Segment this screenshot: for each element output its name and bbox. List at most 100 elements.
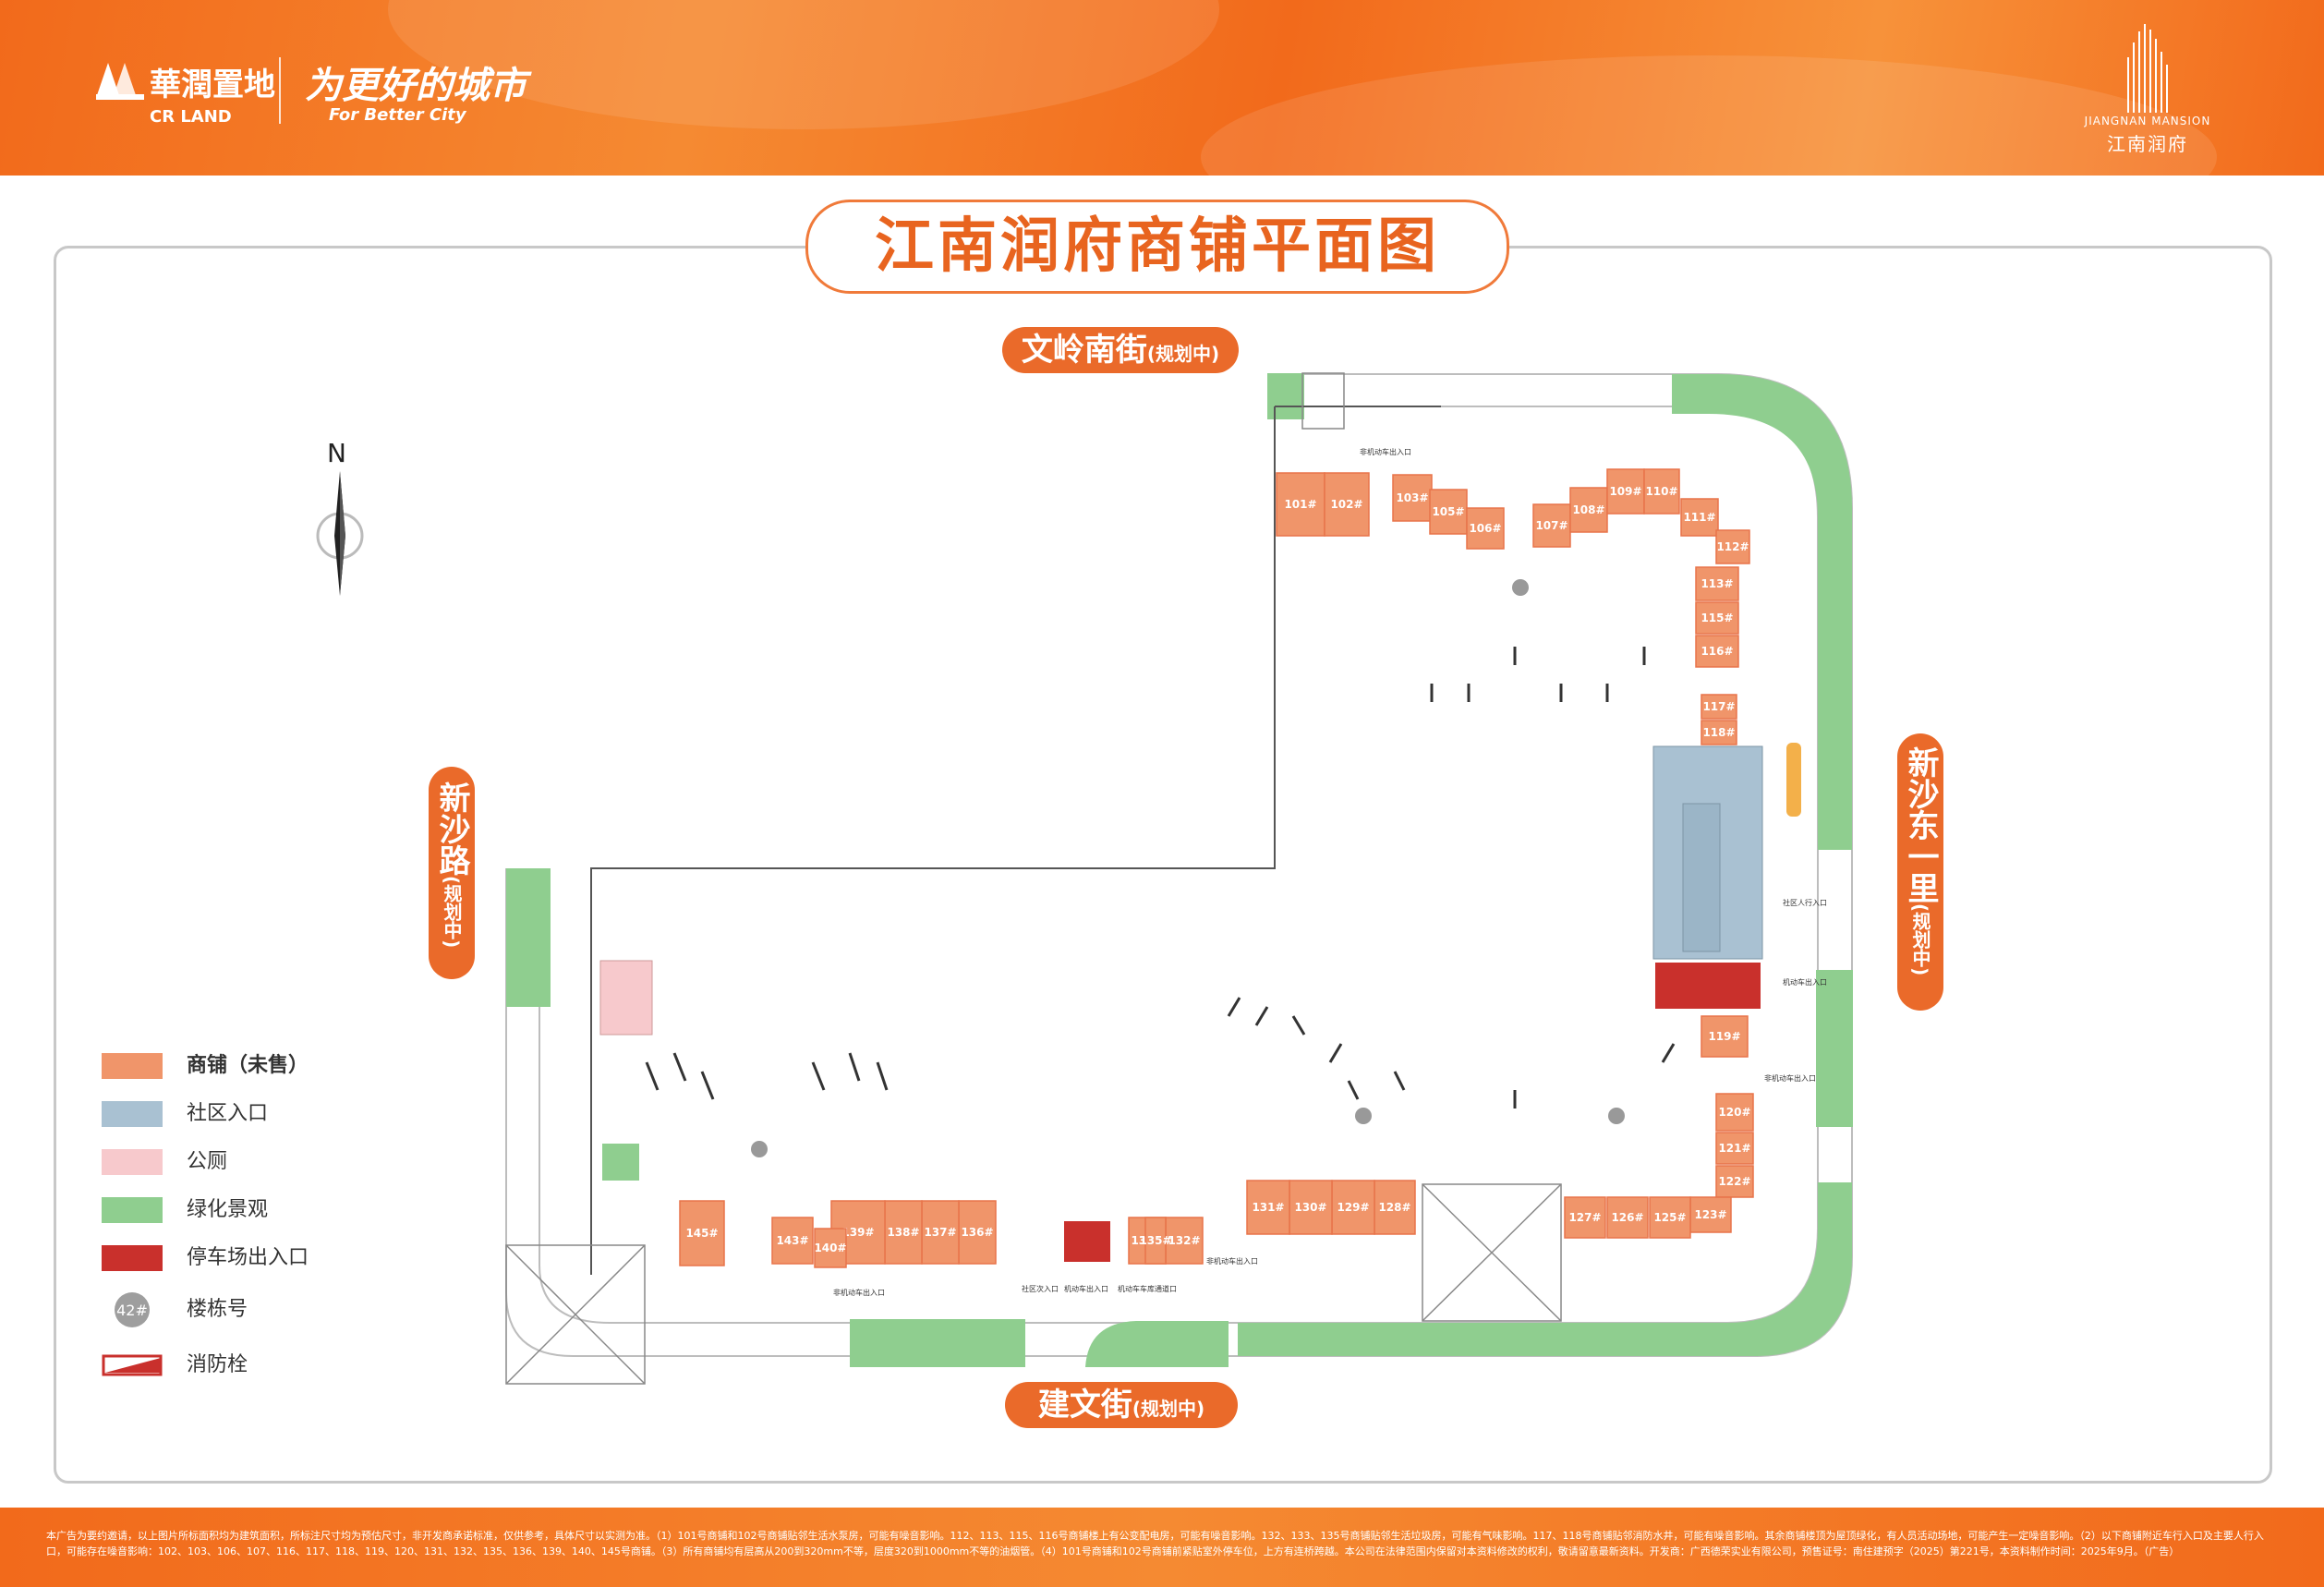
road-note: (规划中) [1146, 343, 1220, 365]
legend-swatch [102, 1053, 163, 1079]
shop-unit[interactable] [1715, 1093, 1754, 1132]
shop-unit[interactable] [1606, 468, 1645, 515]
shop-unit[interactable] [1701, 720, 1737, 745]
shop-unit-label: 125# [1653, 1211, 1686, 1224]
parking-entrance [1655, 963, 1761, 1009]
map-annotations: 非机动车出入口 非机动车出入口 非机动车出入口 社区人行入口 机动车出入口 非机… [833, 447, 1827, 1297]
building-number-icon: 42# [115, 1292, 150, 1327]
road-note: (规划中) [1909, 903, 1931, 976]
shop-unit-label: 122# [1718, 1175, 1750, 1188]
building-number-badges [751, 579, 1625, 1157]
shop-unit-label: 127# [1568, 1211, 1601, 1224]
shop-unit[interactable] [1569, 487, 1608, 533]
fire-hydrant-icon [102, 1354, 163, 1376]
road-label-north: 文岭南街(规划中) [1002, 327, 1239, 373]
intersection-boxes [505, 372, 1562, 1385]
shop-unit-label: 103# [1396, 491, 1428, 504]
shop-unit-label: 128# [1378, 1201, 1410, 1214]
shop-unit[interactable] [1246, 1180, 1290, 1235]
shop-unit[interactable] [1289, 1180, 1333, 1235]
shop-unit-label: 108# [1572, 503, 1604, 516]
shop-unit[interactable] [1695, 635, 1739, 668]
shop-unit-label: 132# [1168, 1234, 1200, 1247]
shop-unit-label: 117# [1702, 700, 1735, 713]
shop-unit-label: 106# [1469, 522, 1501, 535]
jiangnan-mansion-logo-icon [2127, 24, 2168, 113]
building-badge-text: 42# [116, 1302, 148, 1319]
shop-unit-label: 111# [1683, 511, 1715, 524]
legend-swatch [102, 1149, 163, 1175]
shop-unit[interactable] [1144, 1217, 1167, 1265]
shop-unit[interactable] [814, 1228, 847, 1268]
shop-unit[interactable] [1680, 498, 1719, 537]
shop-unit-label: 102# [1330, 498, 1362, 511]
shop-unit[interactable] [921, 1200, 960, 1265]
annotation-bike-entrance: 非机动车出入口 [1360, 447, 1411, 456]
shop-unit[interactable] [1701, 1015, 1749, 1058]
shop-unit[interactable] [1695, 566, 1739, 601]
road-name: 建文街 [1037, 1387, 1132, 1423]
shop-unit[interactable] [1392, 474, 1433, 522]
shop-unit[interactable] [1532, 503, 1571, 548]
legend-label: 商铺（未售） [187, 1054, 309, 1077]
slogan-cn: 为更好的城市 [305, 65, 527, 107]
road-label-east: 新沙东一里 (规划中) [1897, 733, 1943, 1011]
shop-unit[interactable] [958, 1200, 997, 1265]
shop-unit[interactable] [1701, 694, 1737, 720]
annotation-pedestrian-entrance: 社区人行入口 [1783, 898, 1827, 907]
page-title: 江南润府商铺平面图 [805, 200, 1509, 294]
shop-unit-label: 105# [1432, 505, 1464, 518]
shop-unit-label: 123# [1694, 1208, 1726, 1221]
shop-unit[interactable] [1324, 472, 1370, 537]
annotation-garage-channel: 机动车车库通道口 [1118, 1284, 1177, 1293]
legend-label: 楼栋号 [187, 1298, 248, 1321]
shop-unit-label: 121# [1718, 1142, 1750, 1155]
legend-label: 停车场出入口 [187, 1246, 309, 1269]
shop-unit[interactable] [1276, 472, 1325, 537]
north-compass-icon [316, 471, 364, 596]
shop-unit[interactable] [1715, 1165, 1754, 1198]
shop-unit-label: 115# [1701, 612, 1733, 624]
shop-unit-label: 143# [776, 1234, 808, 1247]
annotation-secondary-entrance: 社区次入口 [1022, 1284, 1059, 1293]
shop-unit[interactable] [679, 1200, 725, 1266]
shop-unit-label: 119# [1708, 1030, 1740, 1043]
shop-unit-label: 113# [1701, 577, 1733, 590]
shop-unit[interactable] [1466, 507, 1505, 550]
shop-unit-label: 120# [1718, 1106, 1750, 1119]
shop-unit-label: 137# [924, 1226, 956, 1239]
parking-structure-lines [645, 647, 1676, 1108]
shop-unit[interactable] [1606, 1196, 1649, 1239]
shop-unit-label: 138# [887, 1226, 919, 1239]
shop-unit[interactable] [1331, 1180, 1375, 1235]
shop-unit[interactable] [1165, 1217, 1204, 1265]
shop-unit[interactable] [771, 1217, 814, 1265]
road-name: 文岭南街 [1021, 332, 1147, 369]
shop-unit[interactable] [1643, 468, 1680, 515]
shop-unit-label: 136# [961, 1226, 993, 1239]
community-entrance [1652, 745, 1763, 960]
legend-label: 社区入口 [187, 1102, 269, 1125]
shop-unit[interactable] [884, 1200, 923, 1265]
shop-unit[interactable] [1564, 1196, 1606, 1239]
community-garage-tag [1786, 743, 1801, 817]
shop-unit[interactable] [1649, 1196, 1691, 1239]
public-toilet [599, 960, 653, 1036]
shop-unit[interactable] [1374, 1180, 1416, 1235]
shop-unit-label: 101# [1284, 498, 1316, 511]
legend-swatch [102, 1245, 163, 1271]
brand-name-en: CR LAND [150, 107, 232, 127]
shop-unit-label: 131# [1252, 1201, 1284, 1214]
shop-unit-label: 145# [685, 1227, 718, 1240]
shop-unit[interactable] [1695, 601, 1739, 635]
cr-land-logo-icon [96, 63, 144, 100]
shop-unit-label: 116# [1701, 645, 1733, 658]
shop-unit[interactable] [1715, 1132, 1754, 1165]
legend-label: 公厕 [187, 1150, 228, 1173]
shop-unit[interactable] [1715, 529, 1750, 564]
shop-unit[interactable] [1429, 489, 1468, 535]
compass-north-label: N [327, 438, 346, 468]
road-name: 新沙路 [433, 781, 470, 876]
shop-unit[interactable] [1689, 1196, 1732, 1233]
